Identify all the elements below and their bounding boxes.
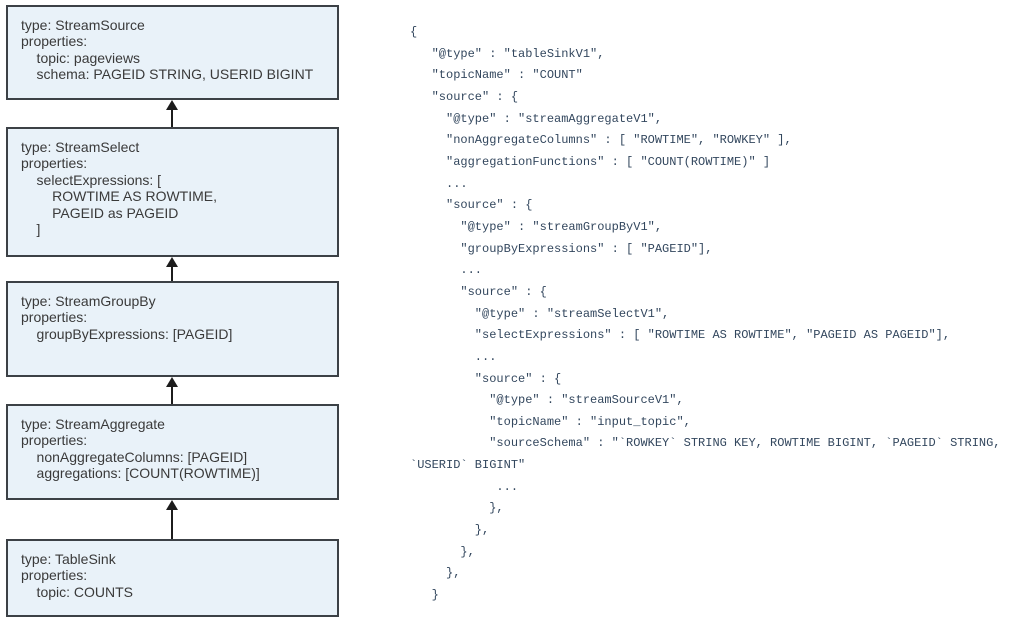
- arrow-line: [171, 264, 173, 281]
- arrow-line: [171, 507, 173, 539]
- arrow-up-icon: [166, 257, 178, 267]
- node-stream-select-text: type: StreamSelect properties: selectExp…: [21, 139, 217, 238]
- arrow-up-icon: [166, 377, 178, 387]
- json-plan-code: { "@type" : "tableSinkV1", "topicName" :…: [410, 25, 1001, 603]
- arrow-up-icon: [166, 500, 178, 510]
- flow-arrow-aggregate-to-groupby: [166, 377, 178, 404]
- node-table-sink: type: TableSink properties: topic: COUNT…: [6, 539, 339, 617]
- arrow-line: [171, 107, 173, 127]
- arrow-line: [171, 384, 173, 404]
- node-table-sink-text: type: TableSink properties: topic: COUNT…: [21, 551, 134, 600]
- node-stream-source: type: StreamSource properties: topic: pa…: [6, 5, 339, 100]
- node-stream-aggregate-text: type: StreamAggregate properties: nonAgg…: [21, 416, 260, 482]
- node-stream-aggregate: type: StreamAggregate properties: nonAgg…: [6, 404, 339, 500]
- flow-arrow-groupby-to-select: [166, 257, 178, 281]
- flow-arrow-select-to-source: [166, 100, 178, 127]
- node-stream-group-by-text: type: StreamGroupBy properties: groupByE…: [21, 293, 233, 342]
- node-stream-select: type: StreamSelect properties: selectExp…: [6, 127, 339, 257]
- flow-arrow-sink-to-aggregate: [166, 500, 178, 539]
- node-stream-group-by: type: StreamGroupBy properties: groupByE…: [6, 281, 339, 377]
- arrow-up-icon: [166, 100, 178, 110]
- node-stream-source-text: type: StreamSource properties: topic: pa…: [21, 17, 314, 83]
